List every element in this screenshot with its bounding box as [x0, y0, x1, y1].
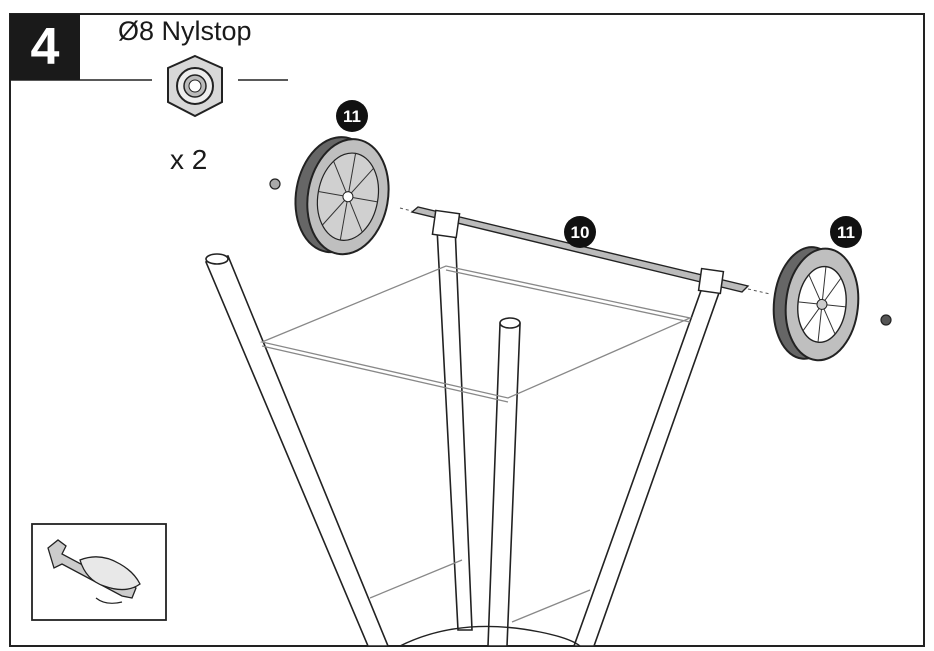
leg-front-center-cap	[499, 317, 521, 329]
leg-front-left-cap	[205, 253, 229, 265]
callout-wheel-left: 11	[336, 100, 368, 132]
leg-rear-right	[572, 284, 722, 647]
hex-nylon-lock-nut-icon	[167, 54, 223, 118]
leg-rear-left	[436, 225, 473, 631]
base-ring	[399, 625, 581, 647]
callout-wheel-left-label: 11	[343, 107, 361, 126]
axle-bracket-left	[431, 209, 461, 239]
wire-shelf	[259, 265, 693, 623]
callout-wheel-right-label: 11	[837, 223, 855, 242]
hardware-name: Ø8 Nylstop	[118, 16, 252, 46]
nut-left	[269, 178, 281, 190]
wheel-right	[772, 246, 860, 362]
axle-rod	[399, 206, 771, 295]
leg-front-left	[204, 255, 390, 647]
nut-right	[880, 314, 892, 326]
leg-front-center	[487, 323, 521, 647]
step-number-badge: 4	[10, 14, 80, 80]
sheet-border	[9, 13, 925, 647]
wheel-left	[294, 136, 390, 256]
wrench-in-hand-icon	[31, 523, 167, 621]
callout-wheel-right: 11	[830, 216, 862, 248]
axle-bracket-right	[697, 267, 725, 295]
hardware-quantity: x 2	[170, 144, 208, 175]
callout-axle-label: 10	[571, 223, 590, 242]
grill-leg-frame	[204, 225, 722, 647]
callout-axle: 10	[564, 216, 596, 248]
